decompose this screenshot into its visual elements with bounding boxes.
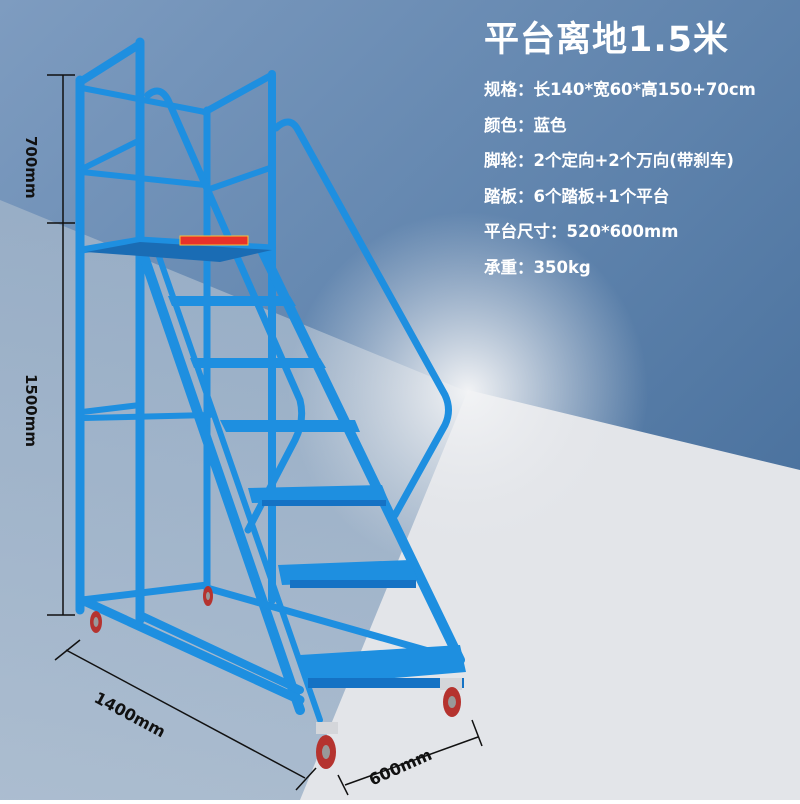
spec-value: 2个定向+2个万向(带刹车) [533,151,734,170]
spec-label: 规格： [484,80,534,99]
spec-label: 平台尺寸： [484,222,567,241]
caster-rear-left [90,611,102,633]
spec-size: 规格：长140*宽60*高150+70cm [484,72,756,108]
spec-panel: 平台离地1.5米 规格：长140*宽60*高150+70cm 颜色：蓝色 脚轮：… [484,14,756,285]
spec-value: 350kg [533,257,591,277]
spec-label: 脚轮： [484,151,534,170]
spec-value: 6个踏板+1个平台 [533,186,670,206]
caster-front-left [316,722,338,769]
spec-label: 踏板： [484,186,534,206]
spec-steps: 踏板：6个踏板+1个平台 [484,179,756,215]
guardrail-height-dimension: 700mm [22,136,40,199]
spec-value: 520*600mm [566,222,679,241]
caster-rear-mid [203,586,213,606]
spec-platform-size: 平台尺寸：520*600mm [484,214,756,250]
platform-height-dimension: 1500mm [22,374,40,448]
product-title: 平台离地1.5米 [484,20,730,60]
spec-casters: 脚轮：2个定向+2个万向(带刹车) [484,143,756,179]
spec-color: 颜色：蓝色 [484,108,756,144]
spec-label: 承重： [484,257,534,277]
spec-value: 长140*宽60*高150+70cm [533,80,756,99]
spec-value: 蓝色 [533,115,567,135]
spec-load-capacity: 承重：350kg [484,250,756,286]
caster-front-right [440,678,462,717]
spec-label: 颜色： [484,115,534,135]
